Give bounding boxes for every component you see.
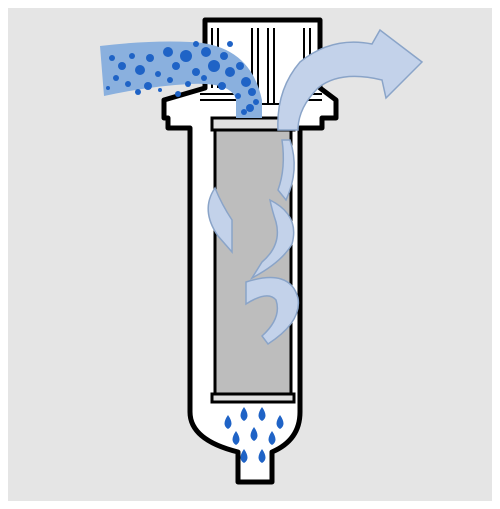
- bubble: [185, 81, 191, 87]
- bubble: [146, 54, 154, 62]
- filter-element-base: [212, 394, 294, 402]
- bubble: [167, 77, 173, 83]
- bubble: [235, 93, 241, 99]
- bubble: [118, 62, 126, 70]
- bubble: [218, 82, 226, 90]
- bubble: [201, 75, 207, 81]
- bubble: [201, 47, 211, 57]
- bubble: [193, 41, 199, 47]
- bubble: [192, 68, 200, 76]
- filter-element: [215, 130, 291, 394]
- bubble: [125, 81, 131, 87]
- bubble: [208, 60, 220, 72]
- bubble: [253, 99, 259, 105]
- bubble: [158, 88, 162, 92]
- bubble: [220, 52, 228, 60]
- bubble: [129, 53, 135, 59]
- bubble: [180, 50, 192, 62]
- bubble: [241, 109, 247, 115]
- bubble: [109, 55, 115, 61]
- bubble: [163, 47, 173, 57]
- bubble: [241, 77, 251, 87]
- bubble: [144, 82, 152, 90]
- bubble: [106, 86, 110, 90]
- bubble: [225, 67, 235, 77]
- bubble: [246, 104, 254, 112]
- bubble: [135, 65, 145, 75]
- bubble: [248, 88, 256, 96]
- bubble: [236, 62, 244, 70]
- bubble: [172, 62, 180, 70]
- bubble: [155, 71, 161, 77]
- bubble: [227, 41, 233, 47]
- bubble: [135, 89, 141, 95]
- bubble: [113, 75, 119, 81]
- bubble: [175, 91, 181, 97]
